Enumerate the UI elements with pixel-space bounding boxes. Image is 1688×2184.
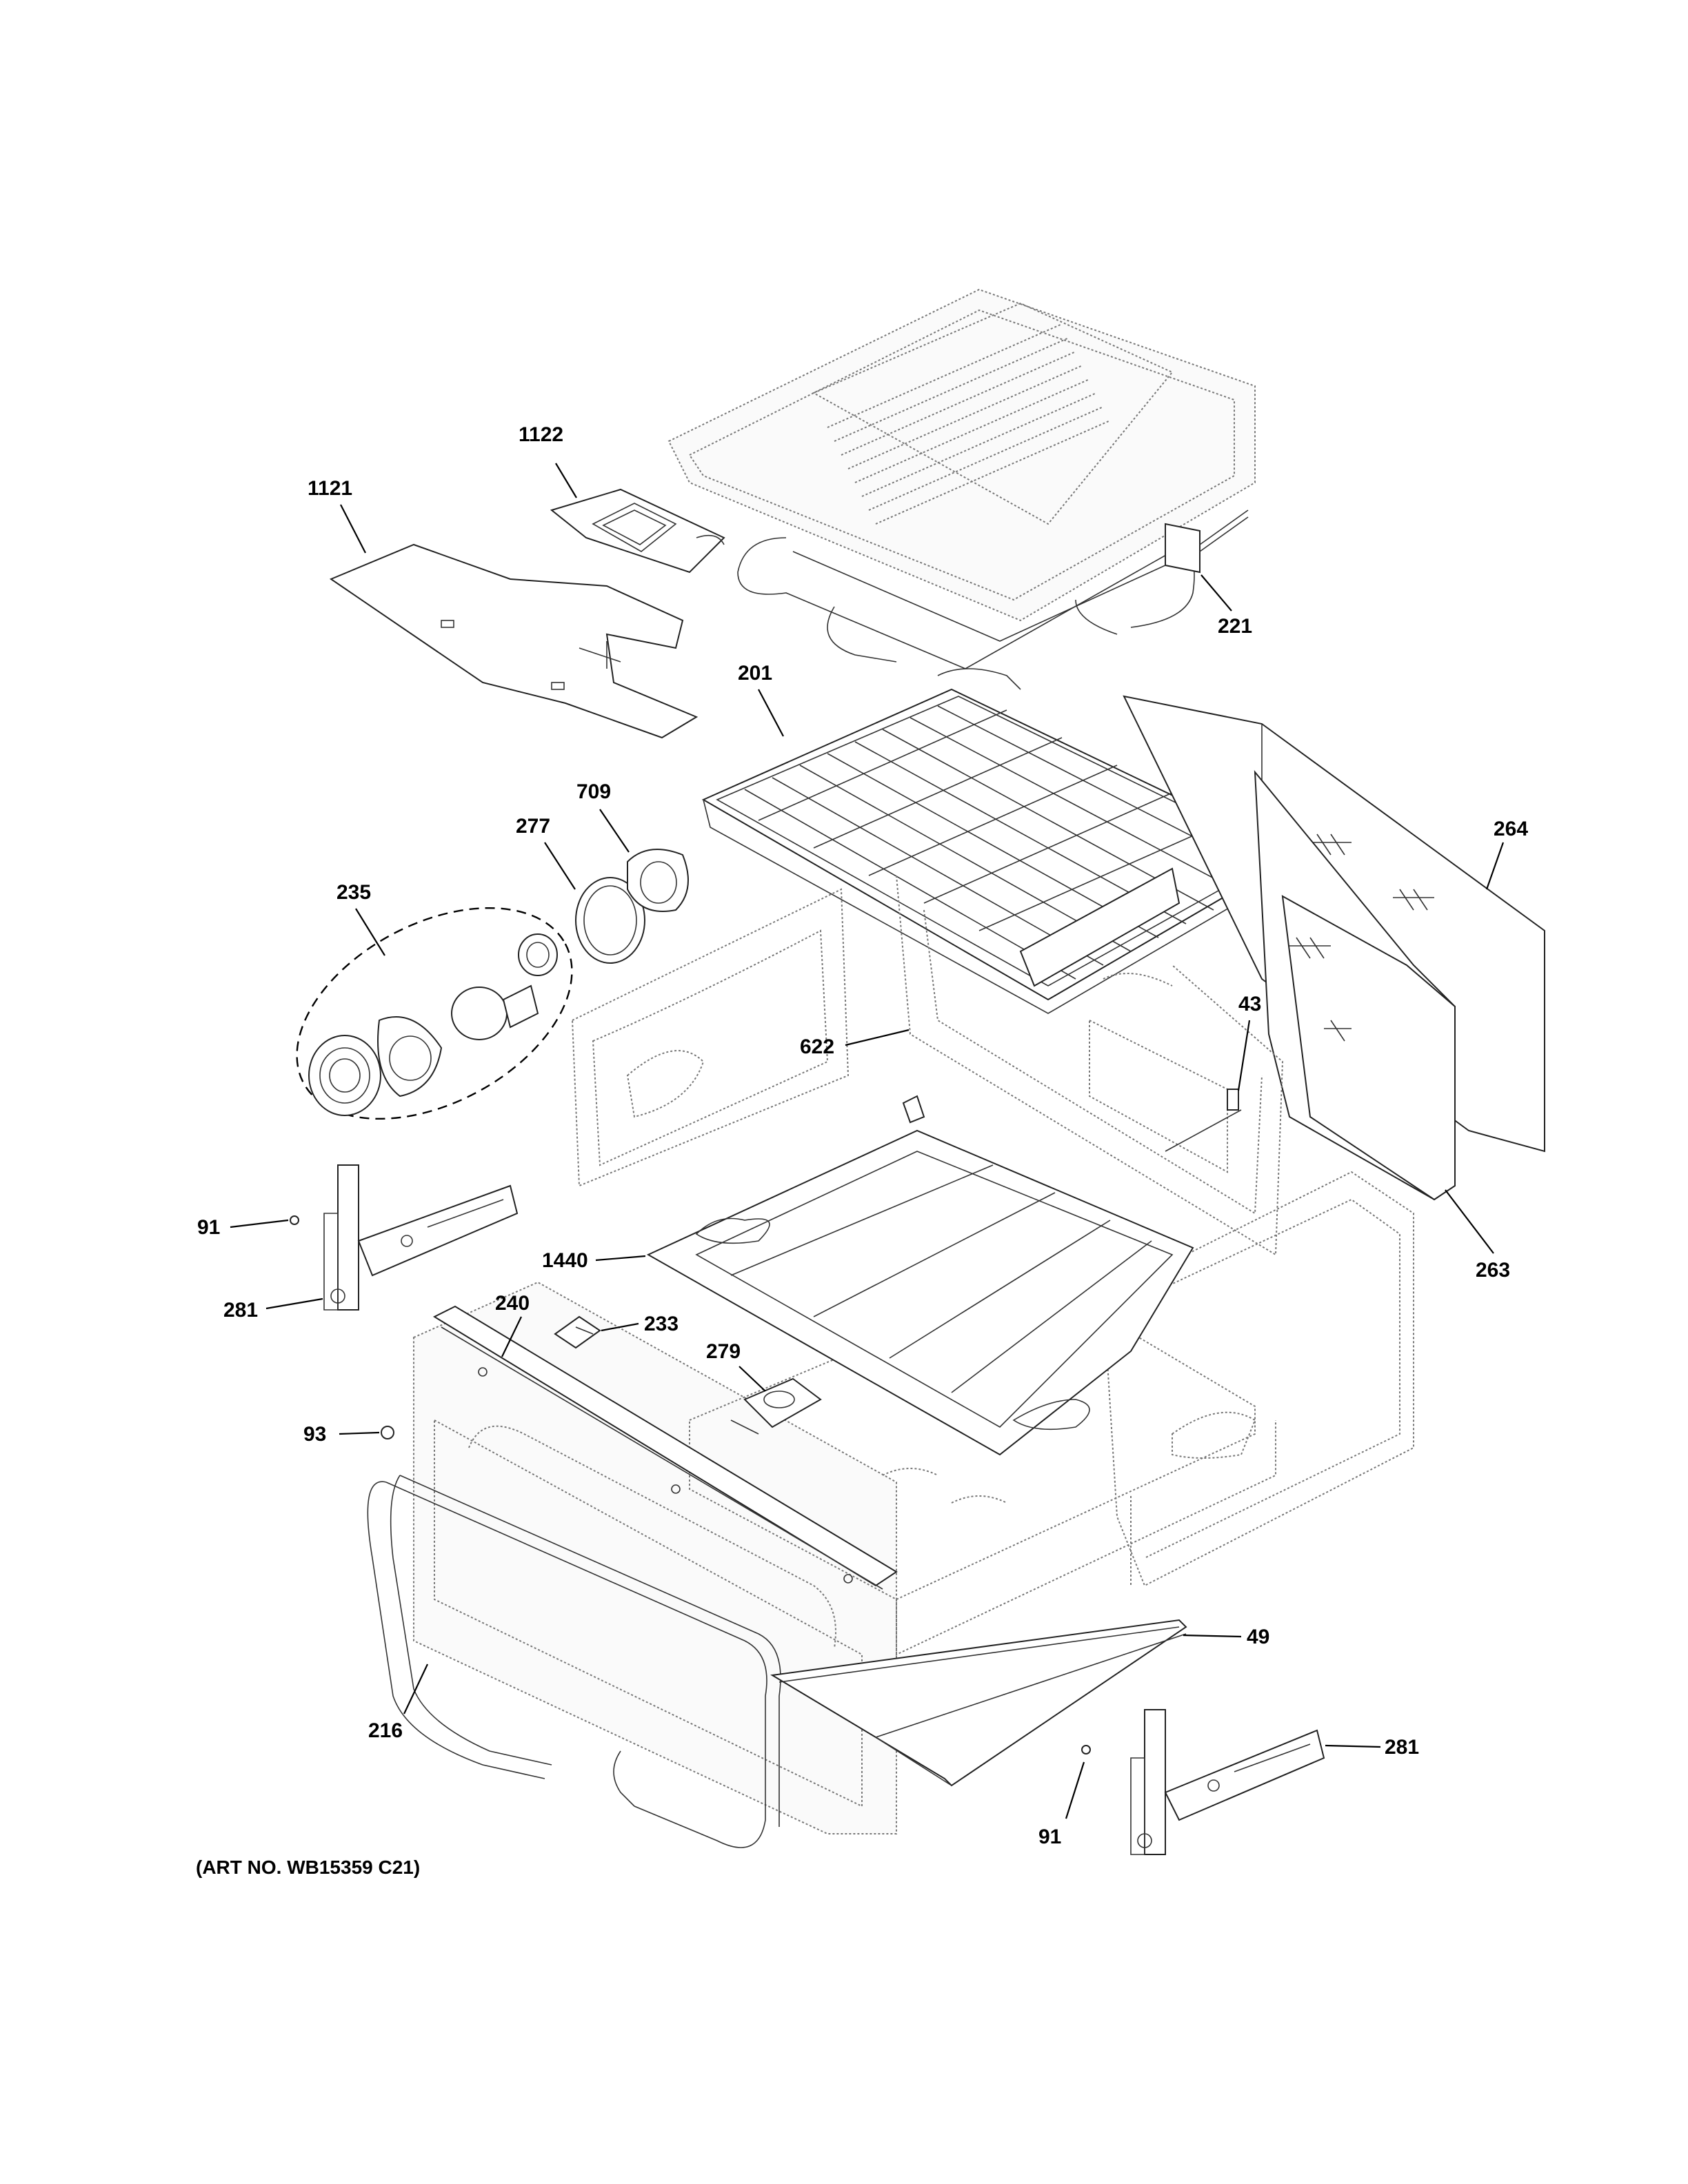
callout-279: 279 <box>706 1340 741 1363</box>
callout-43: 43 <box>1238 993 1261 1015</box>
part-91-screw-left <box>290 1215 299 1225</box>
leader-1122 <box>555 463 577 498</box>
leader-93 <box>339 1431 380 1435</box>
leader-49 <box>1183 1634 1242 1638</box>
callout-709: 709 <box>576 780 611 803</box>
leader-91a <box>230 1219 289 1228</box>
part-91-screw-right <box>1081 1745 1091 1755</box>
leader-235 <box>355 908 385 956</box>
leader-240 <box>501 1316 522 1357</box>
part-263-insulation-blanket <box>1254 770 1456 1201</box>
callout-labels: 1122 1121 221 201 709 277 235 264 43 622… <box>197 423 1528 1848</box>
part-93-nut <box>381 1426 394 1439</box>
part-216-gasket <box>367 1475 781 1848</box>
part-1121-insulation-sheet <box>329 543 699 739</box>
callout-233: 233 <box>644 1313 679 1335</box>
leader-279 <box>738 1366 766 1392</box>
callout-263: 263 <box>1476 1259 1510 1282</box>
leader-1440 <box>595 1255 646 1262</box>
callout-281b: 281 <box>1385 1736 1419 1759</box>
callout-277: 277 <box>516 815 550 838</box>
leader-709 <box>599 809 630 853</box>
part-240-vent-trim <box>432 1305 898 1590</box>
part-277-gasket <box>575 877 645 964</box>
part-279-latch <box>730 1377 822 1435</box>
leader-281b <box>1325 1744 1381 1748</box>
part-43-sensor <box>1165 1089 1242 1152</box>
leader-221 <box>1200 574 1232 611</box>
part-235-light-assembly <box>296 907 573 1120</box>
part-622-clip <box>902 1095 925 1124</box>
callout-281a: 281 <box>223 1299 258 1322</box>
callout-264: 264 <box>1494 818 1528 840</box>
leader-263 <box>1445 1189 1494 1254</box>
leader-216 <box>403 1664 428 1715</box>
leader-622 <box>845 1029 910 1046</box>
leader-1121 <box>340 504 366 554</box>
oven-cavity-ghost <box>571 875 1284 1256</box>
callout-1121: 1121 <box>308 477 352 500</box>
part-281-hinge-left <box>323 1164 519 1311</box>
part-49-brace <box>770 1619 1187 1787</box>
callout-240: 240 <box>495 1292 530 1315</box>
callout-1440: 1440 <box>542 1249 588 1272</box>
callout-93: 93 <box>303 1423 326 1446</box>
part-221-broil-element <box>737 509 1249 669</box>
part-1440-oven-bottom <box>646 1129 1194 1456</box>
oven-ceiling-ghost <box>667 288 1256 622</box>
callout-91a: 91 <box>197 1216 220 1239</box>
leader-233 <box>601 1322 639 1332</box>
leader-43 <box>1237 1020 1251 1091</box>
callout-216: 216 <box>368 1719 403 1742</box>
art-number-caption: (ART NO. WB15359 C21) <box>196 1857 420 1878</box>
right-side-panel-ghost <box>1102 1171 1414 1587</box>
callout-201: 201 <box>738 662 772 685</box>
callout-1122: 1122 <box>519 423 563 446</box>
part-281-hinge-right <box>1130 1709 1325 1855</box>
callout-91b: 91 <box>1038 1826 1061 1848</box>
part-233-switch <box>554 1315 601 1349</box>
callout-49: 49 <box>1247 1626 1269 1648</box>
callout-221: 221 <box>1218 615 1252 638</box>
part-709-bracket <box>627 849 689 912</box>
callout-622: 622 <box>800 1035 834 1058</box>
leader-91b <box>1065 1761 1085 1819</box>
part-1122-vent-plate <box>550 488 725 574</box>
callout-235: 235 <box>336 881 371 904</box>
leader-lines <box>230 463 1505 1819</box>
leader-281a <box>265 1297 323 1310</box>
leader-264 <box>1485 842 1505 890</box>
leader-277 <box>544 842 576 890</box>
leader-201 <box>758 689 784 737</box>
